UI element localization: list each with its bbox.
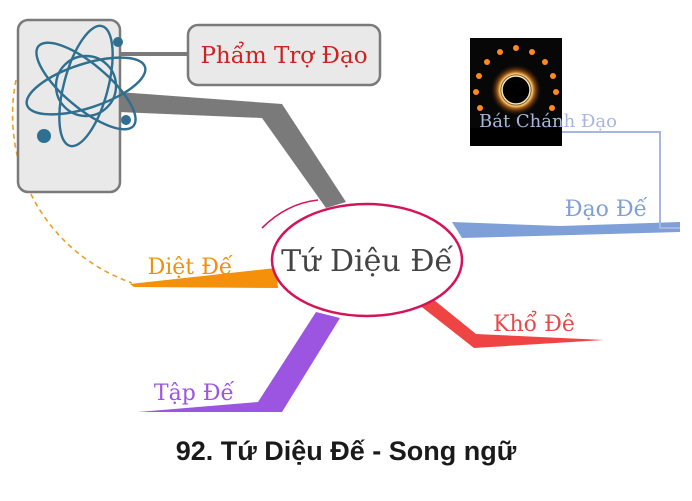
diet-de-label: Diệt Đế (148, 254, 233, 280)
dashed-link-diet-de (11, 79, 133, 284)
branch-dao-de-riser (472, 131, 680, 229)
branch-tap-de (138, 312, 340, 412)
atom-icon (25, 24, 147, 148)
branch-kho-de (418, 300, 604, 348)
center-label: Tứ Diệu Đế (281, 244, 453, 279)
tap-de-label: Tập Đế (154, 380, 235, 406)
branch-dao-de (452, 222, 680, 238)
kho-de-label: Khổ Đê (493, 309, 575, 337)
dao-de-label: Đạo Đế (565, 196, 648, 222)
pham-tro-dao-node (186, 23, 382, 87)
branch-gray (118, 92, 346, 208)
branch-diet-de (130, 268, 278, 288)
bat-chanh-dao-label: Bát Chánh Đạo (479, 111, 617, 132)
pham-tro-dao-label: Phẩm Trợ Đạo (200, 41, 367, 69)
atom-box (16, 18, 122, 194)
eclipse-image (470, 38, 562, 146)
center-node-flick (261, 199, 319, 229)
caption: 92. Tứ Diệu Đế - Song ngữ (175, 436, 517, 466)
center-node (270, 202, 464, 318)
